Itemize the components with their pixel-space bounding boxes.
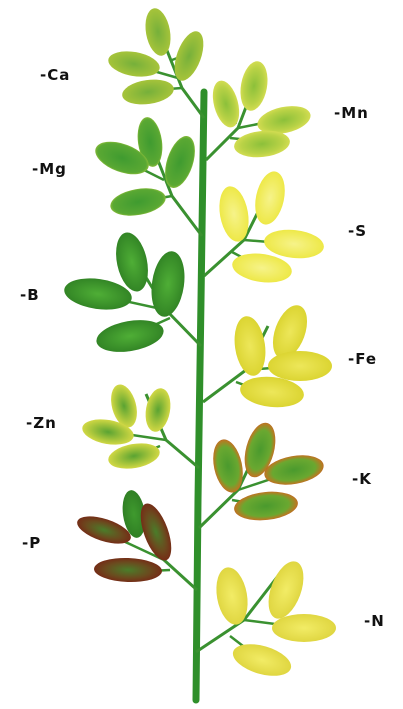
label-ca: -Ca bbox=[40, 66, 70, 84]
label-zn: -Zn bbox=[26, 414, 57, 432]
label-k: -K bbox=[352, 470, 372, 488]
main-stem bbox=[196, 92, 204, 700]
leaf-cluster-mn bbox=[206, 59, 313, 160]
leaf-cluster-fe bbox=[203, 301, 332, 411]
leaf-cluster-b bbox=[62, 230, 201, 357]
label-b: -B bbox=[20, 286, 40, 304]
leaf-cluster-ca bbox=[106, 6, 209, 118]
leaf-cluster-zn bbox=[80, 382, 199, 473]
label-fe: -Fe bbox=[348, 350, 377, 368]
leaf-cluster-s bbox=[204, 169, 325, 286]
label-mg: -Mg bbox=[32, 160, 67, 178]
label-p: -P bbox=[22, 534, 41, 552]
leaf-cluster-mg bbox=[91, 116, 202, 236]
label-s: -S bbox=[348, 222, 367, 240]
leaf-cluster-k bbox=[199, 419, 326, 528]
label-n: -N bbox=[364, 612, 385, 630]
label-mn: -Mn bbox=[334, 104, 369, 122]
leaf-cluster-n bbox=[196, 557, 336, 682]
leaf-cluster-p bbox=[74, 489, 197, 590]
